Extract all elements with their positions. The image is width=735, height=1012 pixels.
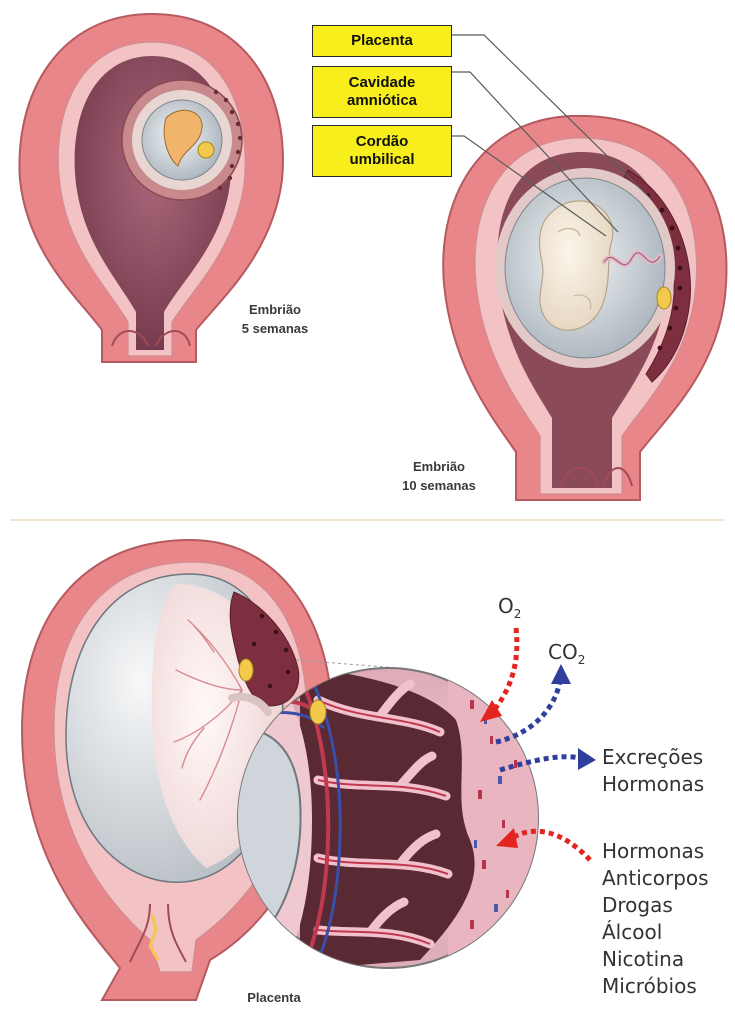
co2-arrowhead — [551, 664, 571, 684]
label-amniotic-cavity: Cavidade amniótica — [312, 66, 452, 118]
label-co2: CO2 — [548, 640, 585, 667]
label-o2: O2 — [498, 594, 521, 621]
label-placenta: Placenta — [312, 25, 452, 57]
o2-arrow — [494, 628, 517, 710]
incoming-item: Hormonas — [602, 838, 709, 865]
caption-placenta: Placenta — [224, 988, 324, 1007]
outgoing-item: Hormonas — [602, 771, 704, 798]
co2-sub: 2 — [578, 653, 586, 667]
caption-embryo-10-weeks: Embrião 10 semanas — [384, 457, 494, 495]
label-umbilical-cord: Cordão umbilical — [312, 125, 452, 177]
o2-sub: 2 — [514, 607, 522, 621]
incoming-item: Álcool — [602, 919, 709, 946]
outgoing-item: Excreções — [602, 744, 704, 771]
label-amniotic-cavity-text: Cavidade amniótica — [347, 74, 417, 110]
incoming-substances: Hormonas Anticorpos Drogas Álcool Nicoti… — [602, 838, 709, 1000]
o2-base: O — [498, 594, 514, 618]
incoming-item: Nicotina — [602, 946, 709, 973]
uterus-10-weeks — [443, 116, 726, 500]
caption-embryo-5-weeks: Embrião 5 semanas — [220, 300, 330, 338]
co2-base: CO — [548, 640, 578, 664]
incoming-item: Micróbios — [602, 973, 709, 1000]
outgoing-substances: Excreções Hormonas — [602, 744, 704, 798]
excretions-arrowhead — [578, 748, 596, 770]
label-umbilical-cord-text: Cordão umbilical — [349, 133, 414, 169]
incoming-item: Anticorpos — [602, 865, 709, 892]
incoming-item: Drogas — [602, 892, 709, 919]
